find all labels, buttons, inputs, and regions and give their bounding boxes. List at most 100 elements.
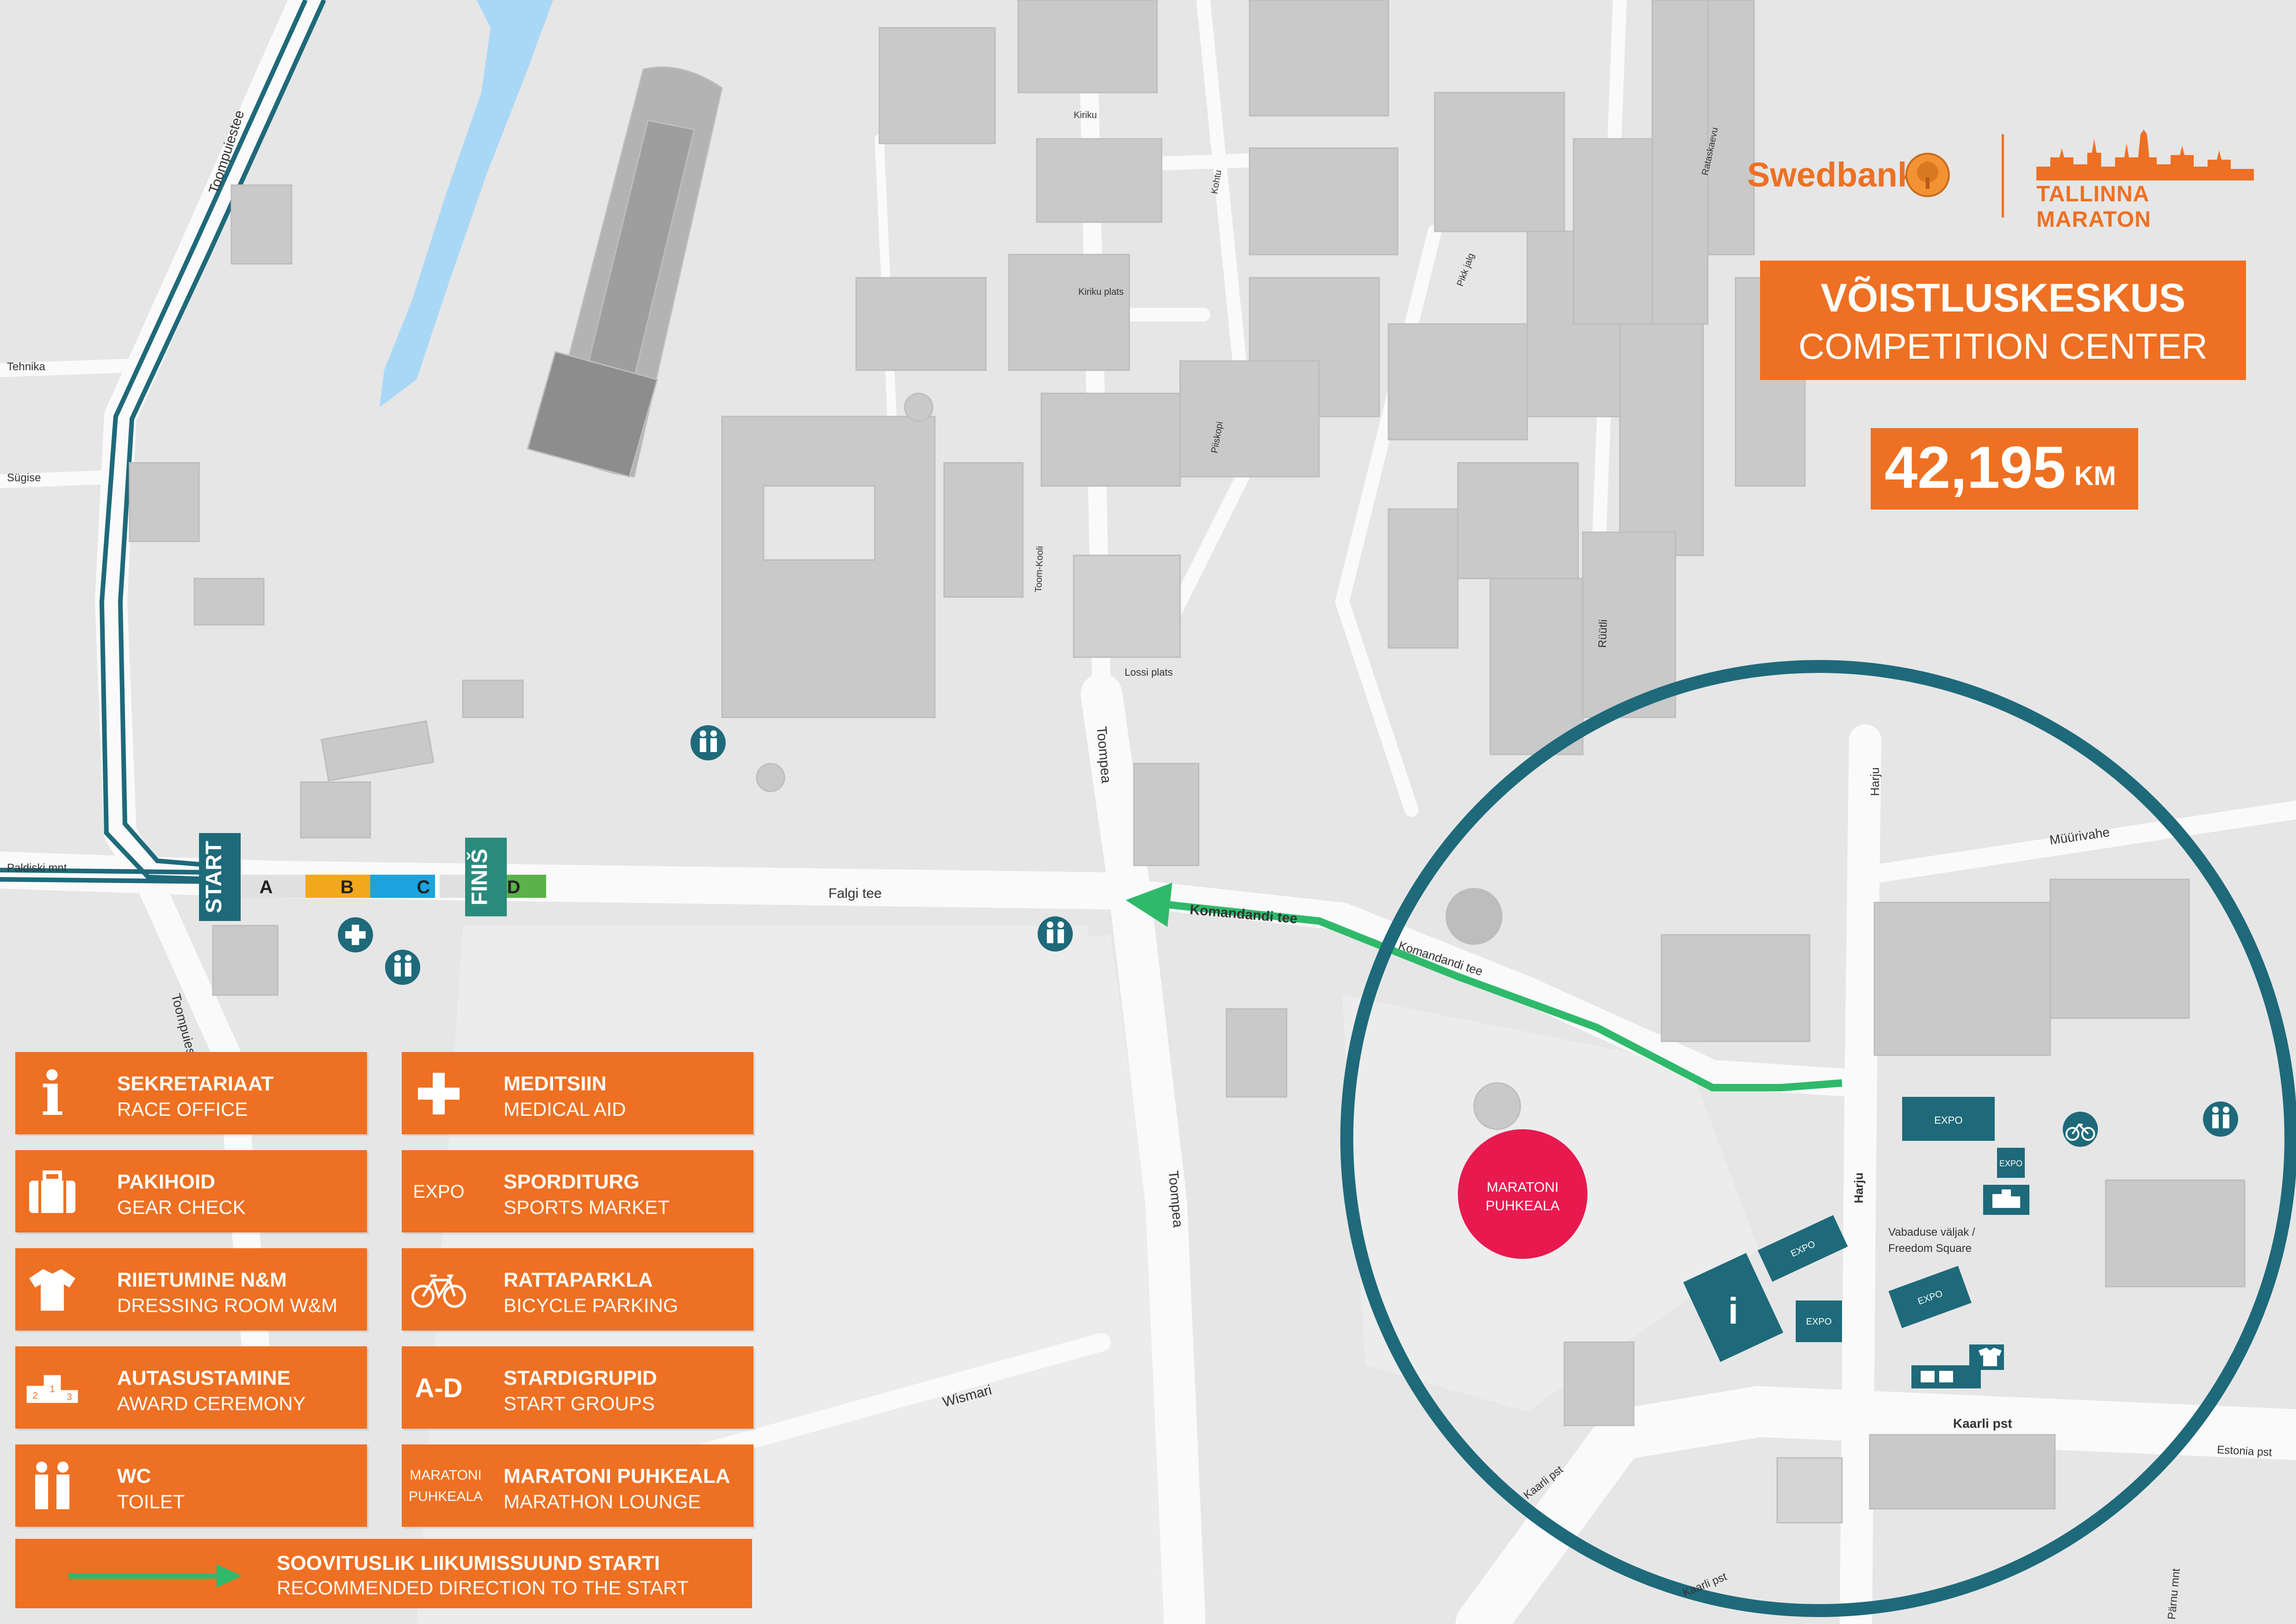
start-groups-text-icon: A-D — [415, 1373, 463, 1403]
label-tehnika: Tehnika — [7, 361, 45, 373]
legend-dressing-room: RIIETUMINE N&M DRESSING ROOM W&M — [15, 1248, 367, 1331]
legend-subtitle: DRESSING ROOM W&M — [117, 1294, 338, 1316]
tshirt-map-icon-2 — [1921, 1371, 1935, 1382]
distance-value: 42,195 — [1885, 435, 2066, 501]
toilet-marker-2[interactable] — [1038, 916, 1073, 952]
legend-title: PAKIHOID — [117, 1170, 215, 1193]
finish-label: FINIŠ — [467, 849, 492, 906]
legend-subtitle: BICYCLE PARKING — [504, 1294, 678, 1316]
bicycle-parking-marker[interactable] — [2063, 1112, 2098, 1147]
legend-title: RATTAPARKLA — [504, 1269, 653, 1291]
toilet-marker-4[interactable] — [2203, 1101, 2238, 1137]
title-estonian: VÕISTLUSKESKUS — [1820, 276, 2186, 320]
dressing-room-marker[interactable] — [1969, 1344, 2004, 1370]
group-a-label: A — [260, 877, 273, 897]
legend-gear-check: PAKIHOID GEAR CHECK — [15, 1150, 367, 1232]
start-label: START — [202, 841, 226, 913]
legend-subtitle: SPORTS MARKET — [504, 1196, 670, 1218]
label-paldiski: Paldiski mnt — [7, 862, 67, 874]
label-toom-kooli: Toom-Kooli — [1033, 546, 1045, 592]
label-vabaduse: Vabaduse väljak / — [1888, 1226, 1975, 1238]
label-estonia: Estonia pst — [2217, 1444, 2272, 1459]
marathon-route — [0, 0, 326, 884]
legend-sports-market: EXPO SPORDITURG SPORTS MARKET — [402, 1150, 753, 1232]
legend-title: MEDITSIIN — [504, 1072, 607, 1095]
legend-title: SOOVITUSLIK LIIKUMISSUUND STARTI — [277, 1552, 660, 1574]
podium-digit-1: 1 — [50, 1384, 55, 1394]
legend-subtitle: RECOMMENDED DIRECTION TO THE START — [277, 1577, 689, 1599]
tallinn-skyline-logo-icon — [2036, 130, 2254, 180]
label-kaarli-1: Kaarli pst — [1953, 1416, 2012, 1431]
legend-title: SPORDITURG — [504, 1170, 640, 1193]
expo-label-1: EXPO — [1934, 1114, 1962, 1126]
group-a-strip — [241, 875, 305, 898]
group-b-strip — [305, 875, 370, 898]
legend-title: WC — [117, 1465, 151, 1487]
branding: Swedbank TALLINNA MARATON — [1740, 130, 2268, 232]
lounge-label-line2: PUHKEALA — [1486, 1198, 1560, 1213]
tallinna-maraton-wordmark: TALLINNA MARATON — [2036, 182, 2151, 232]
expo-tents[interactable]: EXPO EXPO EXPO EXPO EXPO — [1757, 1097, 2025, 1342]
toilet-marker-1[interactable] — [691, 725, 726, 760]
label-sugise: Sügise — [7, 472, 41, 484]
legend-subtitle: TOILET — [117, 1491, 185, 1512]
label-kiriku-plats: Kiriku plats — [1078, 287, 1124, 297]
legend-subtitle: MARATHON LOUNGE — [504, 1491, 701, 1512]
legend-bicycle-parking: RATTAPARKLA BICYCLE PARKING — [402, 1248, 753, 1331]
group-d-label: D — [507, 877, 521, 897]
legend-medical-aid: MEDITSIIN MEDICAL AID — [402, 1052, 753, 1134]
suitcase-map-icon — [1939, 1371, 1953, 1382]
group-c-label: C — [417, 877, 430, 897]
label-rutli: Rüütli — [1596, 619, 1610, 648]
finish-marker: FINIŠ — [465, 838, 507, 916]
medical-cross-icon — [411, 1066, 467, 1121]
water-pond — [380, 0, 553, 407]
group-b-label: B — [341, 877, 354, 897]
distance-badge: 42,195 KM — [1871, 428, 2138, 510]
medical-aid-marker[interactable] — [338, 917, 373, 952]
recommended-route-line — [1126, 883, 1842, 1091]
buildings — [129, 0, 2246, 1524]
race-office-marker[interactable]: i — [1683, 1253, 1784, 1362]
competition-center-circle — [1340, 660, 2296, 1617]
legend-title: SEKRETARIAAT — [117, 1072, 274, 1095]
podium-digit-2: 2 — [32, 1391, 37, 1401]
expo-text-icon: EXPO — [413, 1181, 465, 1202]
green-arrow-icon — [68, 1564, 242, 1587]
tshirt-icon — [25, 1262, 80, 1318]
legend-subtitle: GEAR CHECK — [117, 1196, 246, 1218]
legend-toilet: WC TOILET — [15, 1444, 367, 1527]
label-kiriku: Kiriku — [1074, 110, 1097, 120]
gear-check-marker[interactable] — [1911, 1365, 1981, 1388]
award-podium-marker[interactable] — [1983, 1185, 2029, 1215]
legend-start-groups: A-D STARDIGRUPID START GROUPS — [402, 1346, 753, 1429]
label-falgi: Falgi tee — [828, 886, 882, 901]
legend-subtitle: RACE OFFICE — [117, 1098, 248, 1120]
legend-recommended-direction: SOOVITUSLIK LIIKUMISSUUND STARTI RECOMME… — [15, 1539, 752, 1608]
podium-digit-3: 3 — [67, 1392, 72, 1402]
marathon-lounge-marker[interactable] — [1458, 1129, 1587, 1259]
label-harju-1: Harju — [1868, 767, 1882, 796]
legend-subtitle: MEDICAL AID — [504, 1098, 626, 1120]
tshirt-map-icon — [1979, 1348, 2002, 1366]
label-freedom-square: Freedom Square — [1888, 1242, 1972, 1255]
podium-icon: 2 1 3 — [25, 1360, 80, 1416]
brand-divider — [2002, 134, 2004, 218]
suitcase-icon — [25, 1164, 80, 1220]
race-office-i-icon: i — [1728, 1290, 1738, 1332]
distance-unit: KM — [2074, 461, 2116, 491]
toilet-marker-3[interactable] — [385, 950, 420, 985]
group-c-strip — [370, 875, 435, 898]
title-english: COMPETITION CENTER — [1798, 326, 2208, 367]
legend-race-office: i SEKRETARIAAT RACE OFFICE — [15, 1052, 367, 1134]
legend-subtitle: AWARD CEREMONY — [117, 1393, 306, 1414]
swedbank-oak-logo-icon — [1905, 153, 1950, 197]
info-icon: i — [41, 1058, 64, 1129]
label-lossi-plats: Lossi plats — [1125, 666, 1173, 678]
start-marker: START — [199, 833, 241, 921]
bicycle-icon — [411, 1262, 467, 1318]
toilet-markers[interactable] — [385, 725, 2238, 1137]
legend-title: MARATONI PUHKEALA — [504, 1465, 730, 1487]
